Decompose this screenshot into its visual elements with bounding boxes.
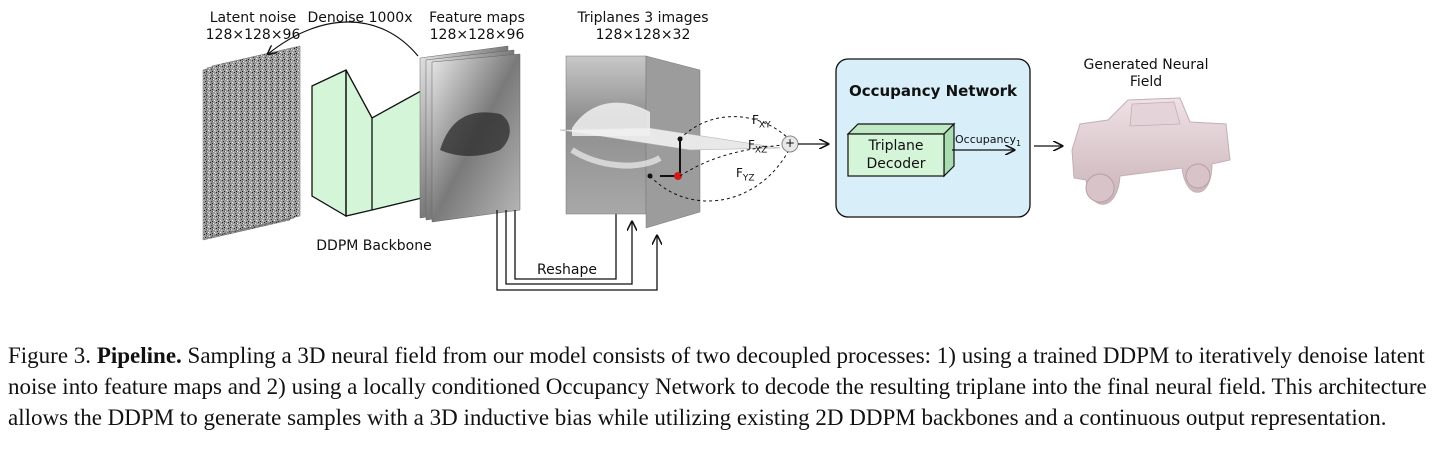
denoise-arrow — [268, 21, 419, 57]
occupancy-network-title: Occupancy Network — [848, 82, 1018, 100]
pipeline-diagram — [202, 21, 1231, 291]
caption-text: Sampling a 3D neural field from our mode… — [8, 343, 1427, 430]
sum-symbol: + — [784, 136, 796, 150]
reshape-connectors — [496, 150, 657, 291]
caption-bold: Pipeline. — [96, 343, 182, 368]
latent-noise-stack — [202, 45, 301, 241]
triplane-decoder-label: Triplane Decoder — [866, 138, 926, 172]
ddpm-backbone — [311, 69, 431, 217]
fxz-label: FXZ — [748, 138, 768, 156]
triplane-decoder-block — [846, 122, 956, 178]
fxy-label: FXY — [752, 113, 771, 131]
generated-field-label: Generated Neural Field — [1083, 57, 1209, 90]
triplanes-label: Triplanes 3 images 128×128×32 — [577, 10, 709, 43]
figure-caption: Figure 3. Pipeline. Sampling a 3D neural… — [8, 340, 1434, 433]
backbone-label: DDPM Backbone — [316, 238, 432, 254]
triplanes — [559, 55, 791, 229]
feature-maps-stack — [419, 45, 521, 223]
sample-point — [674, 172, 682, 180]
generated-car — [1071, 97, 1231, 205]
caption-prefix: Figure 3. — [8, 343, 92, 368]
denoise-label: Denoise 1000x — [307, 10, 413, 26]
occupancy-output-label: Occupancy1 — [955, 133, 1022, 149]
feature-maps-label: Feature maps 128×128×96 — [429, 10, 525, 43]
fyz-label: FYZ — [736, 166, 755, 184]
reshape-label: Reshape — [537, 262, 597, 278]
latent-noise-label: Latent noise 128×128×96 — [205, 10, 301, 43]
pipeline-figure: Latent noise 128×128×96 Denoise 1000x Fe… — [202, 10, 1231, 291]
